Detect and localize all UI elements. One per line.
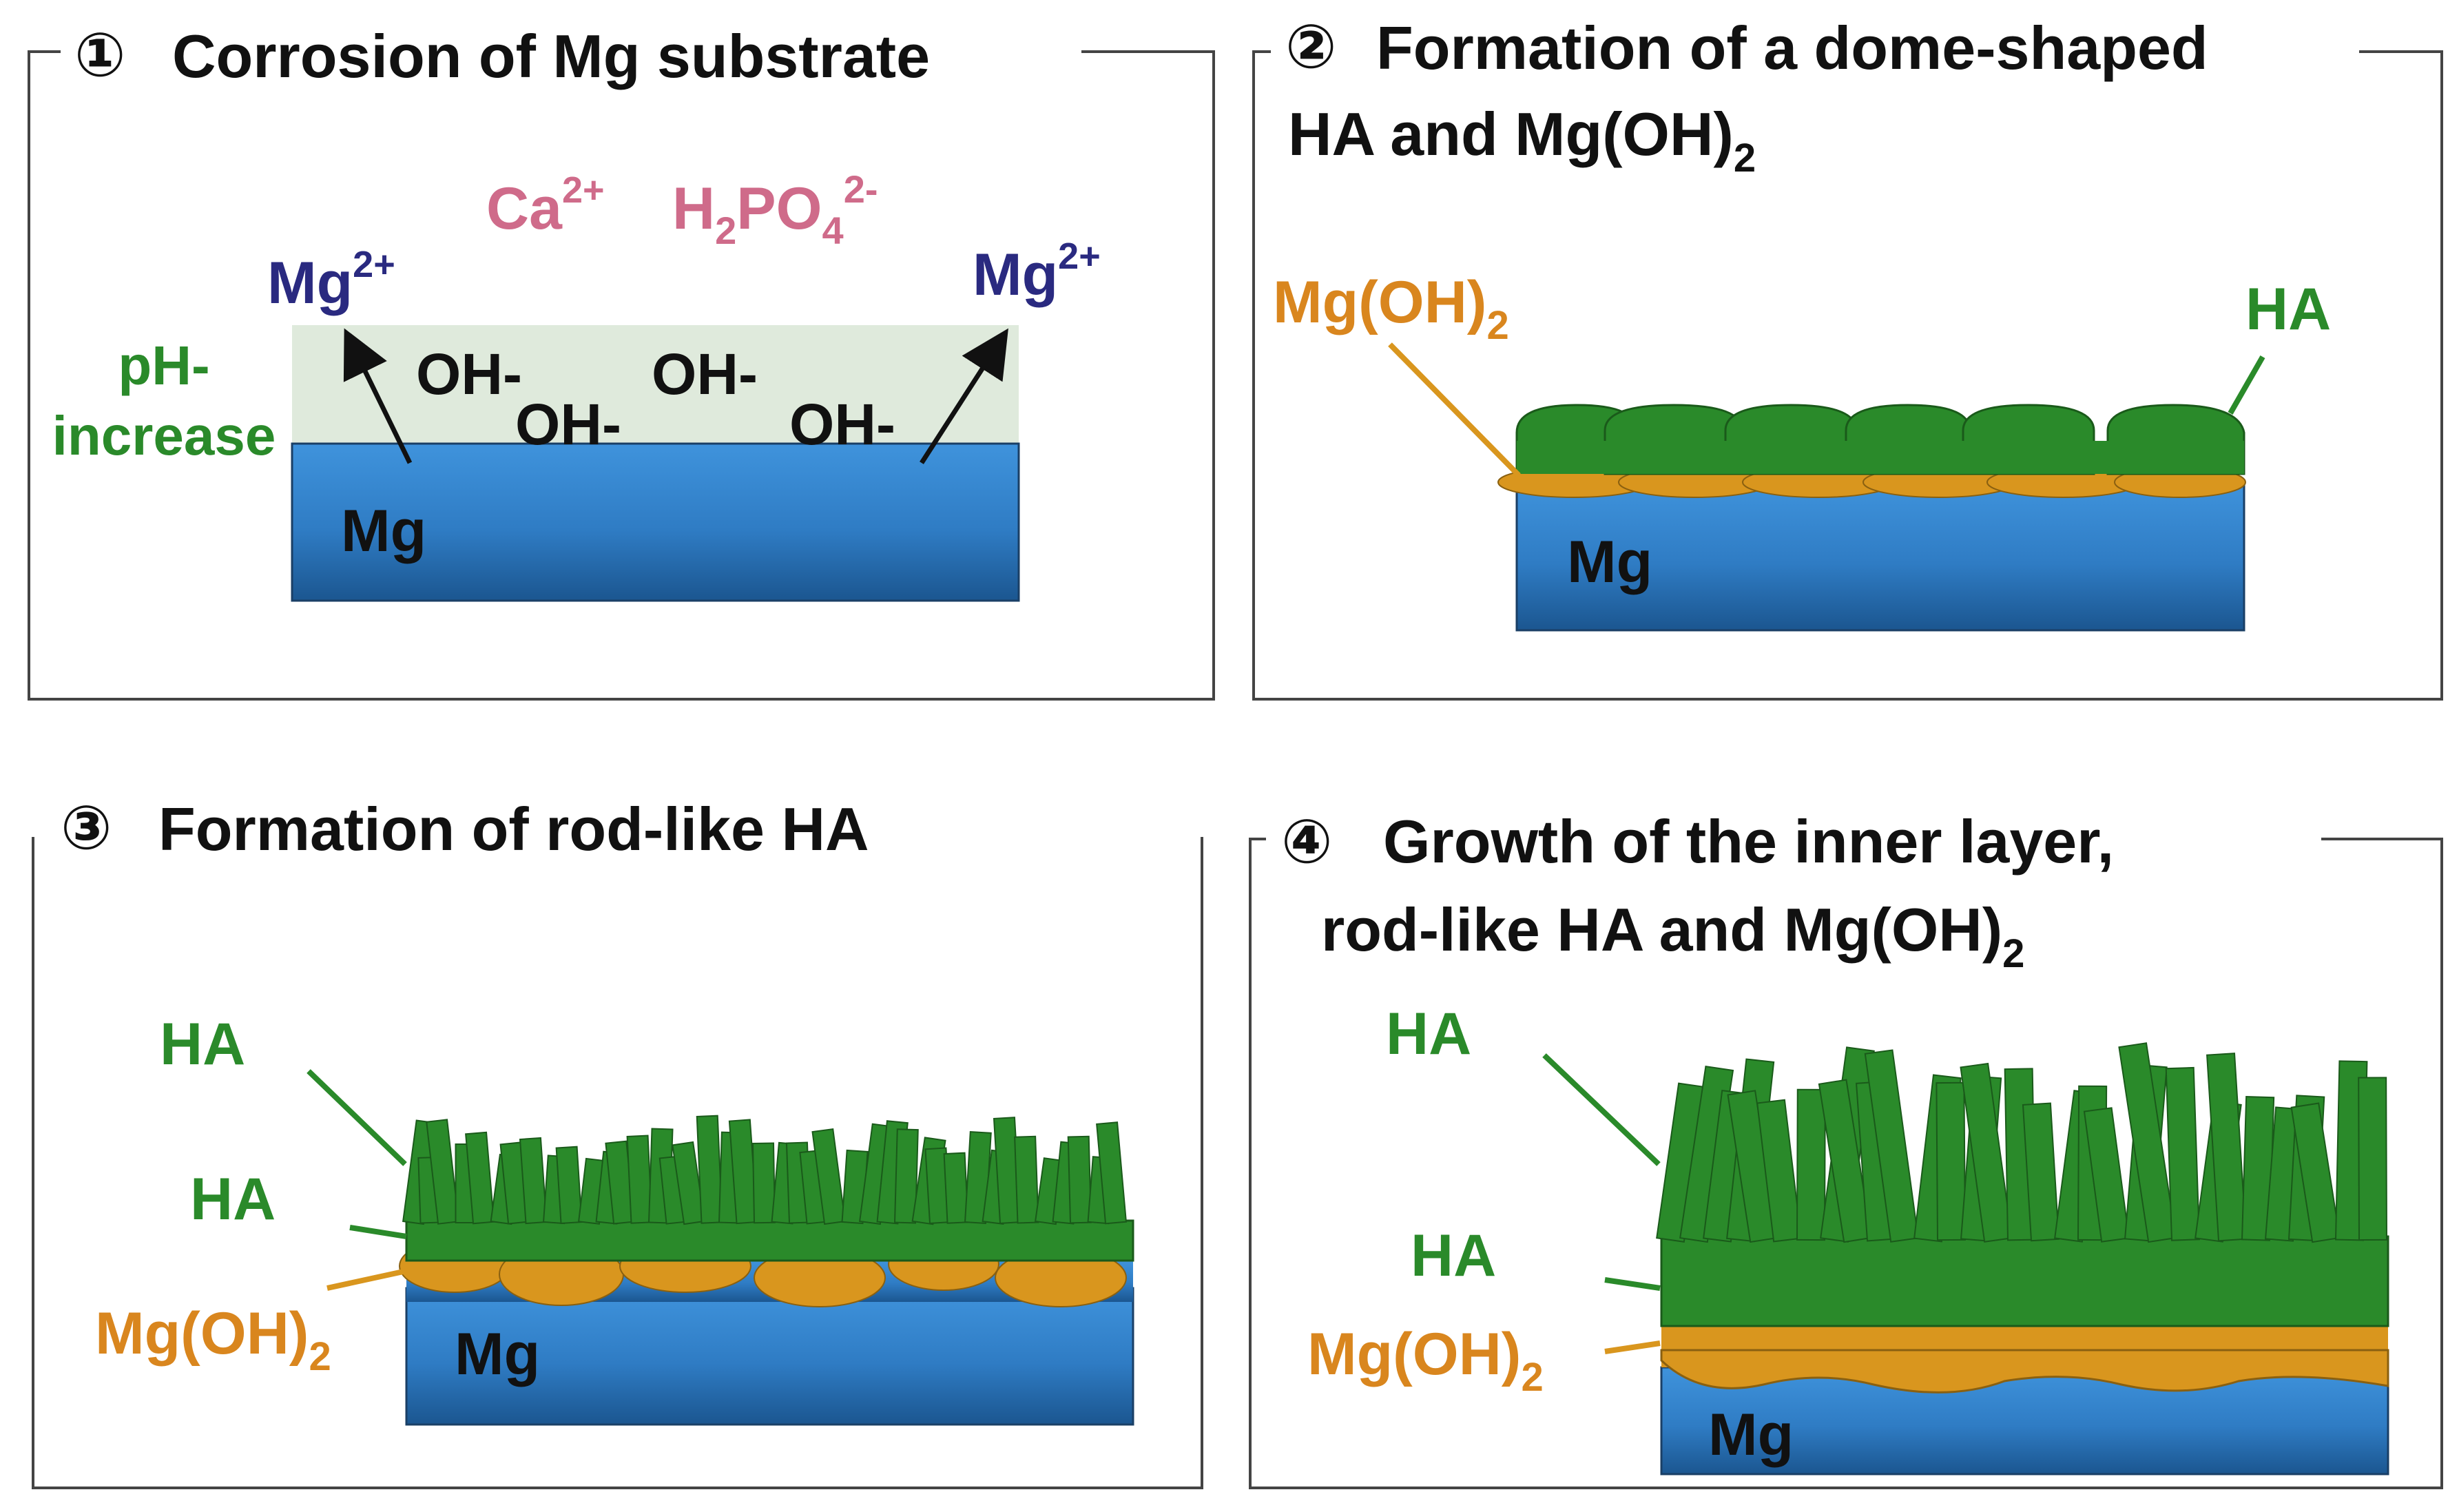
ha-inner-layer bbox=[405, 1219, 1134, 1262]
label-ha-rods: HA bbox=[1386, 1001, 1471, 1067]
arrow-left bbox=[343, 328, 413, 464]
hydroxide-1: OH- bbox=[416, 342, 522, 406]
ph-increase-line2: increase bbox=[52, 405, 276, 466]
leader-ha-rods bbox=[1542, 1053, 1661, 1166]
ha-rod bbox=[2290, 1102, 2341, 1243]
ha-rod bbox=[672, 1141, 705, 1225]
ha-rod bbox=[1864, 1049, 1919, 1243]
calcium-ion: Ca2+ bbox=[486, 169, 605, 242]
panel-2-number: ② bbox=[1285, 12, 1337, 81]
panel-3-title: Formation of rod-like HA bbox=[158, 795, 869, 863]
mg-substrate-label: Mg bbox=[341, 498, 426, 564]
label-ha-layer: HA bbox=[190, 1166, 276, 1232]
ha-rod bbox=[811, 1128, 846, 1225]
ha-rod bbox=[943, 1152, 969, 1224]
ha-rod bbox=[696, 1115, 723, 1224]
mg-substrate bbox=[405, 1287, 1134, 1426]
label-mg-oh2: Mg(OH)2 bbox=[1273, 269, 1509, 348]
ha-rod bbox=[2206, 1053, 2248, 1242]
mg-substrate-label: Mg bbox=[1567, 529, 1652, 595]
ha-dome-layer bbox=[1515, 404, 2245, 476]
ha-rod bbox=[1818, 1079, 1872, 1243]
mg-substrate bbox=[291, 442, 1020, 602]
panel-2-title-line2: HA and Mg(OH)2 bbox=[1288, 100, 1756, 180]
ha-rod bbox=[751, 1142, 776, 1224]
ha-rod bbox=[1014, 1135, 1039, 1224]
panel-4-title-line1: Growth of the inner layer, bbox=[1383, 807, 2114, 876]
label-ha: HA bbox=[2245, 276, 2331, 342]
ha-rod bbox=[1067, 1135, 1092, 1224]
panel-1: ① Corrosion of Mg substrate Mg Ca2+ H2PO… bbox=[28, 21, 1215, 701]
leader-ha-layer bbox=[349, 1225, 407, 1239]
ha-rod bbox=[1960, 1062, 2013, 1243]
ph-increase-zone bbox=[292, 325, 1019, 444]
ha-rod bbox=[1936, 1081, 1967, 1241]
ha-rod bbox=[465, 1131, 495, 1225]
ha-rod bbox=[519, 1137, 548, 1225]
mg-ion-left: Mg2+ bbox=[267, 244, 395, 316]
panel-4-number: ④ bbox=[1281, 807, 1333, 876]
ha-rod bbox=[1756, 1099, 1802, 1243]
leader-ha-rods bbox=[307, 1069, 407, 1166]
ha-rod bbox=[426, 1119, 460, 1225]
ha-rods bbox=[1656, 1042, 2388, 1243]
leader-mg-oh2 bbox=[326, 1268, 407, 1291]
panel-2-frame bbox=[1252, 50, 2443, 701]
label-ha-rods: HA bbox=[160, 1011, 245, 1077]
dihydrogen-phosphate-ion: H2PO42- bbox=[672, 167, 878, 252]
leader-ha bbox=[2228, 355, 2265, 415]
ha-rod bbox=[1796, 1088, 1826, 1241]
panel-1-title: Corrosion of Mg substrate bbox=[172, 22, 930, 90]
leader-ha-layer bbox=[1604, 1277, 1661, 1291]
ha-inner-layer bbox=[1660, 1235, 2389, 1327]
mg-substrate-label: Mg bbox=[455, 1321, 540, 1387]
panel-4: ④ Growth of the inner layer, rod-like HA… bbox=[1249, 807, 2443, 1489]
hydroxide-3: OH- bbox=[652, 342, 758, 406]
mg-oh2-domes bbox=[1660, 1349, 2389, 1394]
ha-rod bbox=[2118, 1042, 2177, 1243]
ph-increase-line1: pH- bbox=[118, 335, 209, 396]
mg-substrate bbox=[1515, 481, 2245, 632]
leader-mg-oh2 bbox=[1604, 1340, 1661, 1354]
panel-3: ③ Formation of rod-like HA Mg HA HA Mg(O… bbox=[32, 794, 1203, 1489]
leader-mg-oh2 bbox=[1388, 342, 1521, 477]
panel-2: ② Formation of a dome-shaped HA and Mg(O… bbox=[1252, 12, 2443, 701]
mg-substrate-label: Mg bbox=[1708, 1402, 1794, 1468]
ha-rod bbox=[893, 1128, 919, 1224]
hydroxide-4: OH- bbox=[789, 392, 895, 457]
panel-3-number: ③ bbox=[61, 794, 112, 862]
ha-rod bbox=[2083, 1107, 2130, 1243]
panel-1-number: ① bbox=[74, 21, 126, 89]
ha-rod bbox=[626, 1135, 653, 1224]
panel-4-title-line2: rod-like HA and Mg(OH)2 bbox=[1321, 895, 2024, 976]
mg-substrate bbox=[1660, 1366, 2389, 1475]
ha-rods bbox=[402, 1115, 1128, 1225]
ha-rod bbox=[2022, 1102, 2060, 1242]
label-ha-layer: HA bbox=[1411, 1223, 1496, 1289]
ha-rod bbox=[555, 1146, 583, 1225]
mg-ion-right: Mg2+ bbox=[973, 236, 1101, 308]
ha-rod bbox=[2358, 1077, 2388, 1241]
panel-1-frame bbox=[28, 50, 1215, 701]
ha-rod bbox=[1096, 1121, 1128, 1225]
ha-rod bbox=[2165, 1066, 2201, 1241]
label-mg-oh2: Mg(OH)2 bbox=[95, 1301, 331, 1379]
label-mg-oh2: Mg(OH)2 bbox=[1307, 1321, 1544, 1400]
panel-2-title-line1: Formation of a dome-shaped bbox=[1376, 14, 2208, 82]
panel-4-frame bbox=[1249, 838, 2443, 1489]
hydroxide-2: OH- bbox=[515, 392, 621, 457]
arrow-right bbox=[920, 328, 1008, 464]
panel-3-frame bbox=[32, 837, 1203, 1489]
